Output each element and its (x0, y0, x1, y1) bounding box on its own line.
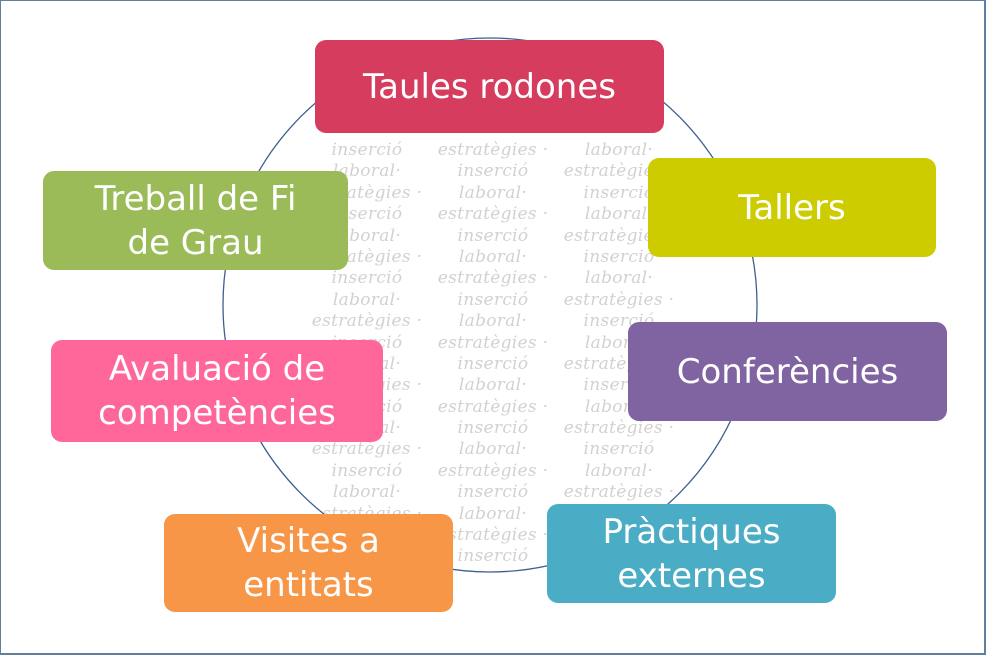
watermark-word: inserció (583, 182, 655, 203)
watermark-word: estratègies · (437, 525, 549, 546)
node-label: Taules rodones (362, 66, 616, 107)
node-avaluacio-competencies: Avaluació de competències (51, 340, 383, 442)
watermark-word: laboral· (332, 161, 402, 182)
watermark-word: estratègies · (437, 204, 549, 225)
watermark-word: laboral· (332, 482, 402, 503)
node-label: Pràctiques externes (602, 511, 781, 596)
watermark-word: estratègies · (563, 289, 675, 310)
watermark-word: inserció (331, 204, 403, 225)
watermark-word: inserció (457, 289, 529, 310)
watermark-word: laboral· (458, 439, 528, 460)
watermark-word: laboral· (332, 225, 402, 246)
watermark-word: estratègies · (437, 332, 549, 353)
watermark-word: estratègies · (437, 140, 549, 160)
watermark-word: inserció (331, 140, 403, 160)
watermark-word: inserció (583, 439, 655, 460)
node-label: Avaluació de competències (98, 349, 336, 433)
watermark-word: laboral· (584, 460, 654, 481)
node-practiques-externes: Pràctiques externes (547, 504, 836, 603)
watermark-word: inserció (331, 460, 403, 481)
watermark-word: inserció (583, 246, 655, 267)
watermark-word: inserció (457, 482, 529, 503)
watermark-word: laboral· (458, 503, 528, 524)
watermark-word: laboral· (584, 140, 654, 160)
watermark-word: laboral· (332, 289, 402, 310)
watermark-word: inserció (457, 546, 529, 567)
watermark-word: inserció (457, 225, 529, 246)
watermark-word: estratègies · (437, 268, 549, 289)
watermark-word: laboral· (584, 268, 654, 289)
watermark-word: estratègies · (437, 396, 549, 417)
node-label: Visites a entitats (237, 521, 380, 605)
watermark-word: estratègies · (311, 311, 423, 332)
node-taules-rodones: Taules rodones (315, 40, 664, 133)
node-label: Conferències (676, 351, 899, 392)
watermark-word: estratègies · (311, 439, 423, 460)
node-visites-entitats: Visites a entitats (164, 514, 453, 612)
watermark-word: laboral· (458, 182, 528, 203)
watermark-word: estratègies · (563, 225, 675, 246)
node-conferencies: Conferències (628, 322, 947, 421)
watermark-word: estratègies · (437, 460, 549, 481)
watermark-word: estratègies · (563, 161, 675, 182)
watermark-word: laboral· (584, 204, 654, 225)
watermark-word: estratègies · (563, 418, 675, 439)
watermark-word: laboral· (458, 375, 528, 396)
node-tallers: Tallers (648, 158, 936, 257)
watermark-word: inserció (457, 161, 529, 182)
node-label: Tallers (738, 187, 846, 228)
node-label: Treball de Fi de Grau (94, 178, 297, 263)
node-treball-fi-grau: Treball de Fi de Grau (43, 171, 348, 270)
watermark-word: laboral· (458, 311, 528, 332)
watermark-word: estratègies · (563, 482, 675, 503)
watermark-word: inserció (331, 268, 403, 289)
watermark-word: inserció (457, 353, 529, 374)
watermark-word: inserció (457, 418, 529, 439)
watermark-word: laboral· (458, 246, 528, 267)
